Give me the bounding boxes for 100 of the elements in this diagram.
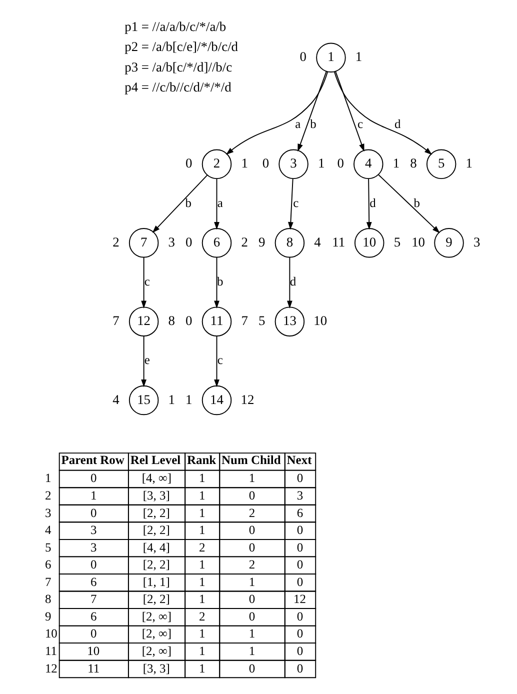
label: 0 bbox=[248, 488, 256, 503]
label: 0 bbox=[248, 540, 256, 554]
label: 1 bbox=[198, 592, 206, 606]
label: 1 bbox=[248, 644, 256, 658]
label: 3 bbox=[44, 506, 52, 520]
label: [3, 3] bbox=[142, 661, 170, 676]
label: 0 bbox=[90, 471, 97, 486]
label: 0 bbox=[248, 661, 256, 676]
node-label: 1 bbox=[186, 392, 192, 407]
label: 2 bbox=[198, 540, 206, 554]
node-label: 7 bbox=[112, 313, 120, 328]
node-label: 3 bbox=[168, 234, 175, 250]
label: 6 bbox=[296, 506, 304, 520]
node-label: 1 bbox=[318, 156, 325, 171]
label: Num Child bbox=[222, 452, 281, 467]
label: p3 = /a/b[c/*/d]//b/c bbox=[124, 59, 232, 74]
label: [2, ∞] bbox=[142, 644, 172, 658]
edge-label: d bbox=[370, 196, 376, 210]
label: Parent Row bbox=[61, 452, 124, 467]
edge-label: c bbox=[217, 353, 223, 368]
label: p1 = //a/a/b/c/*/a/b bbox=[124, 18, 226, 34]
label: [2, 2] bbox=[142, 523, 170, 538]
label: [3, 3] bbox=[142, 488, 170, 503]
label: 0 bbox=[296, 661, 304, 676]
node-label: 1 bbox=[241, 156, 248, 171]
edge-label: e bbox=[144, 353, 150, 368]
label: 0 bbox=[296, 558, 304, 572]
label: 1 bbox=[198, 523, 206, 538]
node-label: 0 bbox=[186, 156, 192, 171]
edge-label: c bbox=[144, 274, 150, 288]
label: 4 bbox=[44, 523, 52, 538]
label: 2 bbox=[198, 609, 206, 624]
label: 12 bbox=[294, 592, 306, 606]
label: 7 bbox=[90, 592, 97, 606]
label: 1 bbox=[198, 558, 206, 572]
label: 0 bbox=[296, 574, 304, 589]
edge-label: b bbox=[310, 117, 316, 132]
node-label: 0 bbox=[186, 313, 192, 328]
label: [2, ∞] bbox=[142, 626, 172, 641]
label: 10 bbox=[44, 626, 58, 641]
edge-label: d bbox=[290, 274, 296, 288]
node-label: 7 bbox=[241, 313, 248, 328]
label: 9 bbox=[44, 609, 52, 624]
node-label: 5 bbox=[258, 313, 266, 328]
label: 6 bbox=[90, 609, 97, 624]
label: 0 bbox=[296, 609, 304, 624]
node-label: 2 bbox=[112, 234, 120, 250]
edge-label: c bbox=[293, 196, 299, 210]
label: p4 = //c/b//c/d/*/*/d bbox=[124, 79, 232, 94]
label: 1 bbox=[198, 644, 206, 658]
node-label: 1 bbox=[168, 392, 175, 407]
label: [2, 2] bbox=[142, 506, 170, 520]
label: 1 bbox=[198, 488, 206, 503]
label: 12 bbox=[44, 661, 58, 676]
label: 0 bbox=[248, 609, 256, 624]
label: 1 bbox=[44, 471, 52, 486]
edge-label: c bbox=[357, 117, 364, 132]
label: 0 bbox=[296, 471, 304, 486]
label: [4, ∞] bbox=[142, 471, 172, 486]
label: 0 bbox=[296, 644, 304, 658]
label: 3 bbox=[296, 488, 304, 503]
label: 0 bbox=[296, 523, 304, 538]
label: 1 bbox=[90, 488, 97, 503]
label: [2, ∞] bbox=[142, 609, 172, 624]
label: 8 bbox=[44, 592, 52, 606]
label: [2, 2] bbox=[142, 558, 170, 572]
label: 1 bbox=[198, 661, 206, 676]
label: 0 bbox=[90, 558, 97, 572]
edge-label: b bbox=[216, 274, 224, 288]
label: 2 bbox=[248, 506, 256, 520]
label: 6 bbox=[44, 558, 52, 572]
node-label: 5 bbox=[394, 234, 401, 250]
node-label: 3 bbox=[473, 234, 480, 250]
edge-label: a bbox=[217, 196, 223, 210]
node-label: 8 bbox=[410, 156, 417, 171]
label: 1 bbox=[198, 626, 206, 641]
label: [2, 2] bbox=[142, 592, 170, 606]
label: Rel Level bbox=[130, 452, 181, 467]
label: 10 bbox=[87, 644, 100, 658]
node-label: 1 bbox=[392, 156, 400, 171]
node-label: 12 bbox=[240, 392, 254, 407]
node-label: 8 bbox=[168, 313, 175, 328]
node-label: 1 bbox=[355, 49, 362, 64]
label: 0 bbox=[248, 523, 256, 538]
node-label: 0 bbox=[337, 156, 344, 171]
label: 1 bbox=[248, 574, 256, 589]
node-label: 0 bbox=[262, 156, 270, 171]
label: 5 bbox=[44, 540, 52, 554]
label: 1 bbox=[248, 471, 256, 486]
label: 1 bbox=[198, 471, 206, 486]
label: 7 bbox=[44, 574, 52, 589]
edge-label: b bbox=[185, 196, 192, 210]
label: 11 bbox=[44, 644, 57, 658]
label: 11 bbox=[88, 661, 100, 676]
node-label: 0 bbox=[300, 49, 306, 64]
label: 0 bbox=[90, 506, 97, 520]
label: Rank bbox=[187, 452, 216, 467]
label: 1 bbox=[198, 506, 206, 520]
edge-label: b bbox=[414, 196, 420, 210]
node-label: 4 bbox=[112, 392, 120, 407]
